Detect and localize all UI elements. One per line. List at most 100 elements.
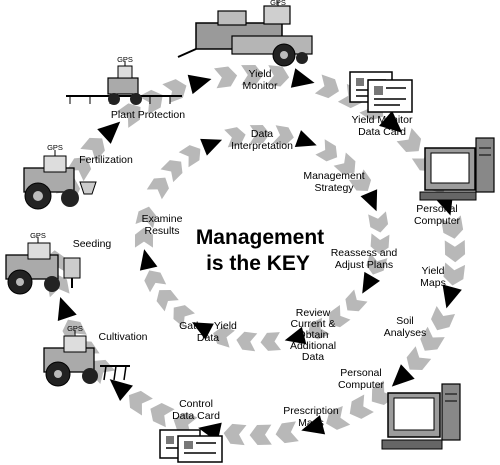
inner-cycle-arrow xyxy=(173,305,195,328)
outer-cycle-arrow xyxy=(241,64,264,86)
sprayer-tractor-icon: GPS xyxy=(66,55,182,105)
inner-cycle-arrow xyxy=(178,145,201,168)
fertilizer-tractor-icon: GPS xyxy=(23,143,97,210)
seeder-tractor-icon: GPS xyxy=(5,231,81,295)
data-card-icon xyxy=(349,71,413,113)
inner-cycle-arrow xyxy=(236,331,258,352)
outer-cycle-arrow xyxy=(57,296,77,322)
diagram-title-line1: Management xyxy=(196,226,324,249)
outer-cycle-arrow xyxy=(444,239,466,263)
outer-cycle-arrow xyxy=(223,423,247,446)
outer-cycle-arrow xyxy=(406,346,432,370)
outer-cycle-arrow xyxy=(442,284,462,309)
personal-computer-icon xyxy=(381,383,461,450)
inner-cycle-arrow xyxy=(160,160,183,183)
inner-cycle-arrow xyxy=(139,249,158,271)
inner-cycle-arrow xyxy=(329,305,351,328)
inner-cycle-arrow xyxy=(135,206,157,229)
outer-label-cultivation: Cultivation xyxy=(98,331,147,343)
inner-cycle-arrow xyxy=(260,332,282,351)
inner-cycle-arrow xyxy=(360,189,378,212)
outer-cycle-arrow xyxy=(420,326,445,351)
gps-label: GPS xyxy=(117,55,133,64)
outer-label-seeding: Seeding xyxy=(73,238,112,250)
inner-cycle-arrow xyxy=(144,270,167,293)
inner-cycle-arrow xyxy=(213,326,235,348)
gps-label: GPS xyxy=(270,0,286,7)
outer-cycle-arrow xyxy=(150,403,175,428)
outer-cycle-arrow xyxy=(214,66,238,89)
inner-cycle-arrow xyxy=(366,252,388,275)
inner-cycle-arrow xyxy=(345,289,368,312)
inner-cycle-arrow xyxy=(146,177,169,200)
outer-cycle-arrow xyxy=(109,379,133,401)
outer-cycle-arrow xyxy=(162,79,187,103)
inner-cycle-arrow xyxy=(249,124,270,144)
inner-cycle-arrow xyxy=(156,289,179,312)
inner-cycle-arrow xyxy=(224,127,246,148)
outer-cycle-arrow xyxy=(314,74,339,99)
outer-cycle-arrow xyxy=(66,157,92,182)
diagram-title-line2: is the KEY xyxy=(206,252,310,275)
inner-cycle-arrow xyxy=(284,326,307,345)
inner-cycle-arrow xyxy=(294,130,317,148)
combine-harvester-icon: GPS xyxy=(177,0,313,67)
outer-cycle-arrow xyxy=(266,65,290,87)
outer-label-fertilization: Fertilization xyxy=(79,154,133,166)
inner-cycle-arrow xyxy=(368,211,389,233)
outer-cycle-arrow xyxy=(187,74,212,95)
cultivator-tractor-icon: GPS xyxy=(43,324,130,387)
inner-cycle-arrow xyxy=(200,138,223,156)
inner-cycle-arrow xyxy=(333,152,356,175)
outer-cycle-arrow xyxy=(379,110,403,133)
outer-cycle-arrow xyxy=(441,215,464,239)
outer-cycle-arrow xyxy=(396,128,422,152)
outer-cycle-arrow xyxy=(443,262,466,286)
outer-cycle-arrow xyxy=(290,68,315,88)
outer-cycle-arrow xyxy=(275,421,299,444)
inner-cycle-arrow xyxy=(362,271,380,294)
data-card-icon xyxy=(159,429,223,463)
inner-cycle-arrow xyxy=(370,233,390,254)
outer-cycle-arrow xyxy=(128,390,153,416)
inner-cycle-arrow xyxy=(272,125,294,146)
gps-label: GPS xyxy=(30,231,46,240)
inner-cycle-arrow xyxy=(191,322,214,340)
gps-label: GPS xyxy=(67,324,83,333)
outer-cycle-arrow xyxy=(326,406,351,430)
outer-cycle-arrow xyxy=(431,306,456,331)
inner-cycle-arrows xyxy=(134,124,390,352)
gps-label: GPS xyxy=(47,143,63,152)
outer-cycle-arrow xyxy=(249,424,272,445)
outer-label-plant-protection: Plant Protection xyxy=(111,109,185,121)
outer-cycle-arrow xyxy=(349,394,374,419)
outer-cycle-arrow xyxy=(391,364,415,387)
outer-cycle-arrow xyxy=(301,415,326,435)
personal-computer-icon xyxy=(419,137,495,201)
outer-cycle-arrow xyxy=(116,103,141,128)
inner-cycle-arrow xyxy=(315,139,338,162)
inner-cycle-arrow xyxy=(134,227,154,248)
inner-cycle-arrow xyxy=(307,317,330,340)
inner-cycle-arrow xyxy=(348,169,372,191)
outer-cycle-arrow xyxy=(97,121,121,144)
outer-cycle-arrow xyxy=(80,137,105,162)
